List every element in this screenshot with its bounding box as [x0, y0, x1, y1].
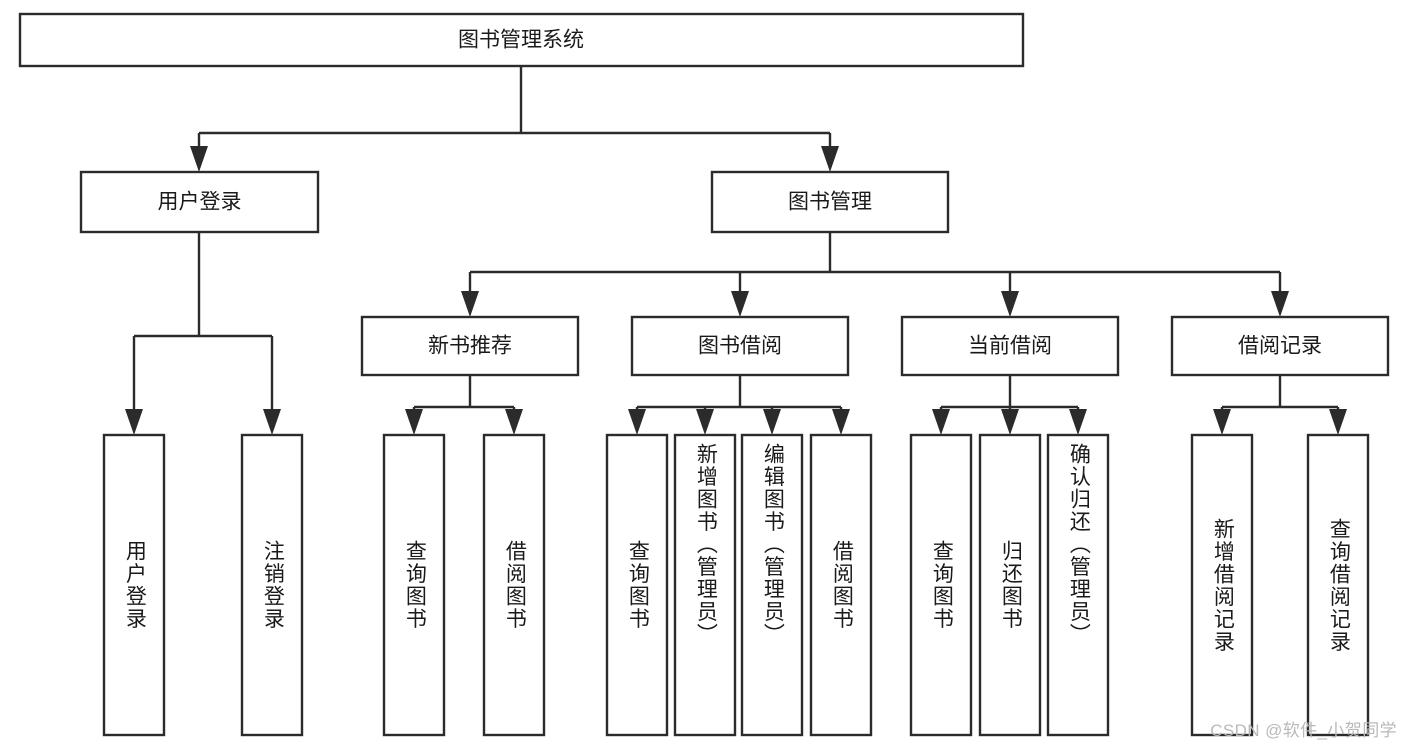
node-current-borrow-label: 当前借阅: [968, 335, 1052, 358]
arrow-to-borrow-record-icon: [1271, 291, 1289, 317]
node-leaf-borrow-book-1[interactable]: [482, 433, 546, 737]
node-book-borrow-label: 图书借阅: [698, 335, 782, 358]
arrow-to-leaf-add-record-icon: [1213, 409, 1231, 435]
arrow-to-leaf-borrow-book-1-icon: [505, 409, 523, 435]
node-new-book-rec-label: 新书推荐: [428, 335, 512, 358]
arrow-to-leaf-confirm-return-icon: [1069, 409, 1087, 435]
node-root[interactable]: 图书管理系统: [18, 12, 1025, 68]
arrow-to-leaf-query-record-icon: [1329, 409, 1347, 435]
arrow-to-current-borrow-icon: [1001, 291, 1019, 317]
arrow-to-leaf-add-book-icon: [696, 409, 714, 435]
node-borrow-record[interactable]: 借阅记录: [1170, 315, 1390, 377]
arrow-to-leaf-query-book-3-icon: [932, 409, 950, 435]
node-leaf-edit-book[interactable]: [740, 433, 804, 737]
node-leaf-add-record[interactable]: [1190, 433, 1254, 737]
arrow-to-leaf-return-book-icon: [1001, 409, 1019, 435]
node-leaf-user-login[interactable]: [102, 433, 166, 737]
node-leaf-confirm-return[interactable]: [1046, 433, 1110, 737]
node-leaf-query-book-1[interactable]: [382, 433, 446, 737]
node-new-book-rec[interactable]: 新书推荐: [360, 315, 580, 377]
node-user-login[interactable]: 用户登录: [79, 170, 320, 234]
node-leaf-query-book-2[interactable]: [605, 433, 669, 737]
arrow-to-leaf-query-book-1-icon: [405, 409, 423, 435]
node-layer: 图书管理系统 用户登录 图书管理 新书推荐 图书借阅: [18, 12, 1390, 737]
arrow-to-leaf-query-book-2-icon: [628, 409, 646, 435]
node-book-manage-label: 图书管理: [788, 191, 872, 214]
node-leaf-query-record[interactable]: [1306, 433, 1370, 737]
arrow-to-user-login-icon: [190, 146, 208, 172]
arrow-to-book-borrow-icon: [731, 291, 749, 317]
arrow-to-new-book-rec-icon: [461, 291, 479, 317]
arrow-to-leaf-user-login-icon: [125, 409, 143, 435]
arrow-to-leaf-edit-book-icon: [763, 409, 781, 435]
node-leaf-query-book-3[interactable]: [909, 433, 973, 737]
node-current-borrow[interactable]: 当前借阅: [900, 315, 1120, 377]
connector-layer: [125, 66, 1347, 435]
node-leaf-return-book[interactable]: [978, 433, 1042, 737]
node-leaf-logout[interactable]: [240, 433, 304, 737]
node-leaf-add-book[interactable]: [673, 433, 737, 737]
node-book-manage[interactable]: 图书管理: [710, 170, 950, 234]
node-user-login-label: 用户登录: [158, 191, 242, 214]
node-borrow-record-label: 借阅记录: [1238, 335, 1322, 358]
node-book-borrow[interactable]: 图书借阅: [630, 315, 850, 377]
node-leaf-borrow-book-2[interactable]: [809, 433, 873, 737]
arrow-to-leaf-logout-icon: [263, 409, 281, 435]
arrow-to-leaf-borrow-book-2-icon: [832, 409, 850, 435]
arrow-to-book-manage-icon: [821, 146, 839, 172]
node-root-label: 图书管理系统: [458, 29, 584, 52]
